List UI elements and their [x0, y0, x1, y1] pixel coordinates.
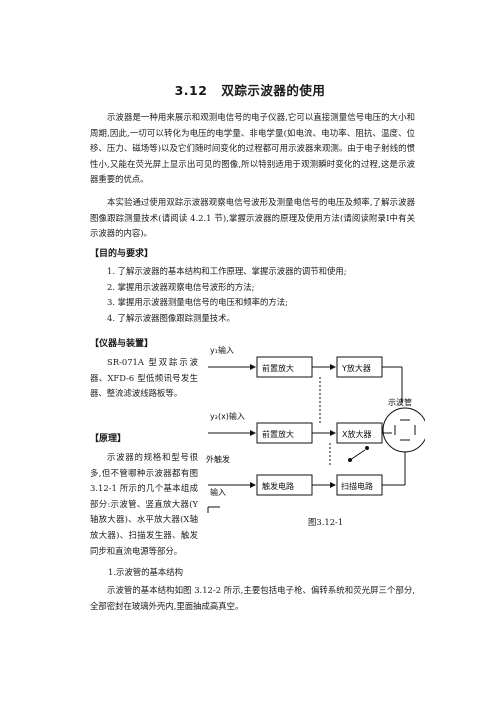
list-item: 4. 了解示波器图像跟踪测量技术。: [107, 312, 235, 323]
ext-trigger-label: 外触发: [206, 454, 230, 464]
list-item: 2. 掌握用示波器观察电信号波形的方法;: [107, 281, 255, 292]
section-number: 3.12: [174, 83, 208, 98]
scope-tube-circle: [382, 407, 425, 453]
principle-text: 示波器的规格和型号很多,但不管哪种示波器都有图 3.12-1 所示的几个基本组成…: [90, 452, 198, 556]
oscilloscope-block-diagram: y₁输入 y₂(x)输入 前置放大 Y放大器 前置放大 X放大器 示波管 外触发…: [206, 345, 425, 513]
section-title-text: 双踪示波器的使用: [221, 83, 326, 98]
input-label: 输入: [210, 487, 226, 497]
x-amp-label: X放大器: [342, 429, 371, 439]
intro-paragraph-2: 本实验通过使用双踪示波器观察电信号波形及测量电信号的电压及频率,了解示波器图像跟…: [90, 197, 415, 239]
y-amp-label: Y放大器: [341, 363, 371, 373]
subsection-heading: 1.示波管的基本结构: [108, 567, 183, 577]
goals-heading: 【目的与要求】: [90, 249, 154, 259]
trigger-circuit-label: 触发电路: [262, 481, 294, 491]
tube-structure-paragraph: 示波管的基本结构如图 3.12-2 所示,主要包括电子枪、偏转系统和荧光屏三个部…: [90, 585, 415, 611]
preamp-label-1: 前置放大: [262, 363, 294, 373]
figure-caption: 图3.12-1: [308, 517, 344, 527]
goals-list: 1. 了解示波器的基本结构和工作原理、掌握示波器的调节和使用; 2. 掌握用示波…: [107, 264, 422, 326]
sweep-circuit-label: 扫描电路: [341, 481, 373, 491]
equipment-heading: 【仪器与装置】: [90, 339, 154, 349]
list-item: 3. 掌握用示波器测量电信号的电压和频率的方法;: [107, 297, 288, 308]
list-item: 1. 了解示波器的基本结构和工作原理、掌握示波器的调节和使用;: [107, 266, 347, 276]
preamp-label-2: 前置放大: [262, 429, 294, 439]
y2-input-label: y₂(x)输入: [210, 411, 245, 421]
principle-heading: 【原理】: [90, 434, 127, 444]
y1-input-label: y₁输入: [210, 345, 234, 355]
section-title: 3.12 双踪示波器的使用: [0, 80, 500, 99]
equipment-text: SR-071A 型双踪示波器、XFD-6 型低频讯号发生器、整流滤波线路板等。: [90, 357, 198, 399]
intro-paragraph-1: 示波器是一种用来展示和观测电信号的电子仪器,它可以直接测量信号电压的大小和周期,…: [90, 112, 415, 185]
scope-tube-label: 示波管: [388, 397, 412, 407]
